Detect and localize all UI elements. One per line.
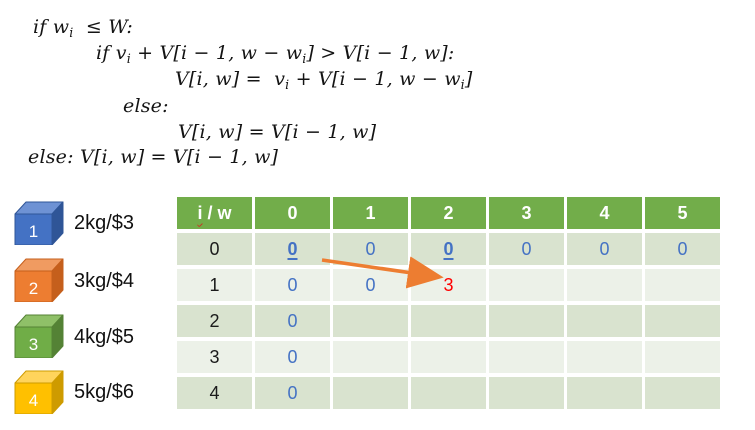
value-cell [645,341,720,373]
value-cell: 0 [333,269,408,301]
table-row: 0 0 0 0 0 0 0 [177,233,720,265]
item-label-2: 3kg/$4 [74,270,135,292]
value-cell [411,305,486,337]
cube-icon: 2 [14,258,64,302]
value-cell: 0 [411,233,486,265]
value-cell [411,341,486,373]
code-line-3: V[i, w] = vi + V[i − 1, w − wi] [175,68,473,92]
cube-number: 2 [29,279,38,298]
value-cell [567,341,642,373]
code-line-2: if vi + V[i − 1, w − wi] > V[i − 1, w]: [96,42,455,66]
value-cell [411,377,486,409]
row-label: 0 [177,233,252,265]
value-cell: 0 [645,233,720,265]
value-cell [645,377,720,409]
cube-number: 3 [29,335,38,354]
cube-icon: 3 [14,314,64,358]
value-cell [567,269,642,301]
row-label: 4 [177,377,252,409]
value-cell: 0 [489,233,564,265]
table-header-row: i / w 0 1 2 3 4 5 [177,197,720,229]
cube-number: 1 [29,222,38,241]
value-cell [333,341,408,373]
dp-table: i / w 0 1 2 3 4 5 0 0 0 0 0 0 0 1 0 [174,193,723,413]
row-label: 2 [177,305,252,337]
value-cell: 0 [333,233,408,265]
item-cube-3: 3 [14,313,64,358]
header-cell-w3: 3 [489,197,564,229]
item-label-1: 2kg/$3 [74,212,135,234]
value-cell [489,377,564,409]
item-label-4: 5kg/$6 [74,381,135,403]
value-cell [333,305,408,337]
cube-number: 4 [29,391,38,410]
table-row: 3 0 [177,341,720,373]
row-label: 3 [177,341,252,373]
value-cell: 0 [255,269,330,301]
header-cell-w0: 0 [255,197,330,229]
value-cell [645,269,720,301]
code-line-1: if wi ≤ W: [33,16,133,40]
cube-icon: 4 [14,370,64,414]
value-cell [645,305,720,337]
table-row: 1 0 0 3 [177,269,720,301]
value-cell: 0 [567,233,642,265]
value-cell [567,377,642,409]
cube-icon: 1 [14,201,64,245]
table-row: 2 0 [177,305,720,337]
code-line-4: else: [123,95,169,117]
value-cell: 0 [255,377,330,409]
value-cell: 0 [255,341,330,373]
item-label-3: 4kg/$5 [74,326,135,348]
value-cell [489,305,564,337]
header-cell-w2: 2 [411,197,486,229]
value-cell: 0 [255,305,330,337]
code-line-5: V[i, w] = V[i − 1, w] [178,121,377,143]
item-cube-4: 4 [14,369,64,414]
header-cell-w1: 1 [333,197,408,229]
header-cell-w4: 4 [567,197,642,229]
value-cell [333,377,408,409]
value-cell [489,269,564,301]
value-cell [489,341,564,373]
value-cell: 0 [255,233,330,265]
value-cell-highlighted: 3 [411,269,486,301]
header-cell-iw: i / w [177,197,252,229]
row-label: 1 [177,269,252,301]
item-cube-1: 1 [14,200,64,245]
value-cell [567,305,642,337]
header-cell-w5: 5 [645,197,720,229]
code-line-6: else: V[i, w] = V[i − 1, w] [28,146,279,168]
table-row: 4 0 [177,377,720,409]
item-cube-2: 2 [14,257,64,302]
